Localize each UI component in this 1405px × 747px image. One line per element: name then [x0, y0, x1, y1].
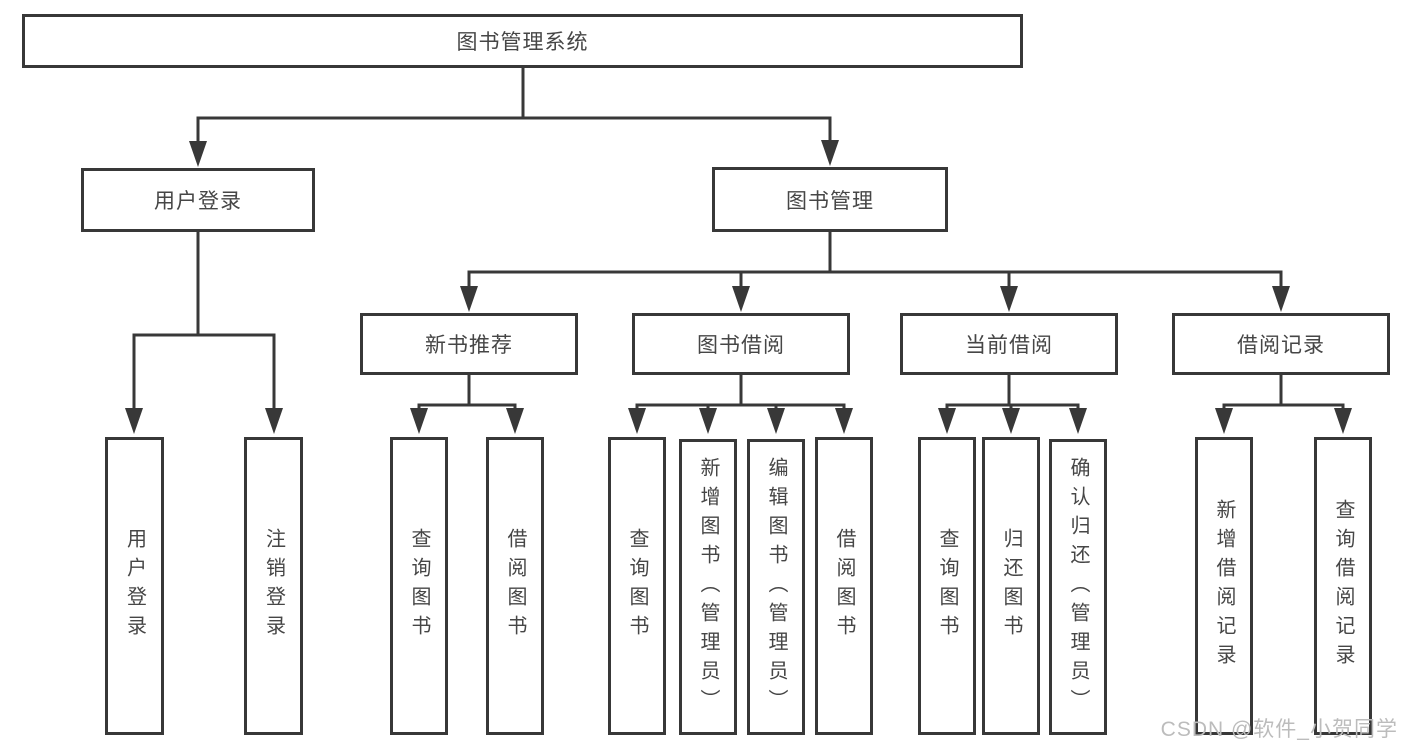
leaf-br-add-borrow-record-label: 新增借阅记录	[1213, 499, 1235, 673]
leaf-bb-query-books-label: 查询图书	[626, 528, 648, 644]
arrowhead-icon	[125, 408, 143, 434]
arrowhead-icon	[732, 286, 750, 312]
leaf-nbr-borrow-books-label: 借阅图书	[504, 528, 526, 644]
node-current-borrowing: 当前借阅	[900, 313, 1118, 375]
node-book-management: 图书管理	[712, 167, 948, 232]
node-borrowing-records: 借阅记录	[1172, 313, 1390, 375]
leaf-nbr-borrow-books: 借阅图书	[486, 437, 544, 735]
leaf-bb-edit-books-admin-label: 编辑图书（管理员）	[765, 456, 787, 718]
arrowhead-icon	[835, 408, 853, 434]
leaf-cb-confirm-return-admin: 确认归还（管理员）	[1049, 439, 1107, 735]
leaf-br-query-borrow-record: 查询借阅记录	[1314, 437, 1372, 735]
leaf-cb-query-books: 查询图书	[918, 437, 976, 735]
arrowhead-icon	[460, 286, 478, 312]
arrowhead-icon	[938, 408, 956, 434]
leaf-bb-add-books-admin: 新增图书（管理员）	[679, 439, 737, 735]
leaf-bb-add-books-admin-label: 新增图书（管理员）	[697, 456, 719, 718]
arrowhead-icon	[699, 408, 717, 434]
arrowhead-icon	[189, 141, 207, 167]
leaf-br-add-borrow-record: 新增借阅记录	[1195, 437, 1253, 735]
node-user-login: 用户登录	[81, 168, 315, 232]
csdn-watermark: CSDN @软件_小贺同学	[1160, 718, 1398, 741]
leaf-user-login-label: 用户登录	[123, 528, 146, 644]
leaf-br-query-borrow-record-label: 查询借阅记录	[1332, 499, 1354, 673]
leaf-cb-confirm-return-admin-label: 确认归还（管理员）	[1067, 456, 1089, 718]
leaf-nbr-query-books: 查询图书	[390, 437, 448, 735]
node-library-management-system: 图书管理系统	[22, 14, 1023, 68]
leaf-logout-login-label: 注销登录	[262, 528, 285, 644]
leaf-logout-login: 注销登录	[244, 437, 303, 735]
arrowhead-icon	[767, 408, 785, 434]
leaf-cb-return-books-label: 归还图书	[1000, 528, 1022, 644]
arrowhead-icon	[1215, 408, 1233, 434]
arrowhead-icon	[1272, 286, 1290, 312]
leaf-bb-edit-books-admin: 编辑图书（管理员）	[747, 439, 805, 735]
leaf-bb-query-books: 查询图书	[608, 437, 666, 735]
node-new-book-recommendation: 新书推荐	[360, 313, 578, 375]
leaf-bb-borrow-books-label: 借阅图书	[833, 528, 855, 644]
leaf-cb-return-books: 归还图书	[982, 437, 1040, 735]
arrowhead-icon	[1000, 286, 1018, 312]
arrowhead-icon	[506, 408, 524, 434]
node-book-borrowing: 图书借阅	[632, 313, 850, 375]
arrowhead-icon	[1069, 408, 1087, 434]
arrowhead-icon	[628, 408, 646, 434]
leaf-nbr-query-books-label: 查询图书	[408, 528, 430, 644]
arrowhead-icon	[265, 408, 283, 434]
leaf-cb-query-books-label: 查询图书	[936, 528, 958, 644]
leaf-bb-borrow-books: 借阅图书	[815, 437, 873, 735]
leaf-user-login: 用户登录	[105, 437, 164, 735]
arrowhead-icon	[1002, 408, 1020, 434]
arrowhead-icon	[410, 408, 428, 434]
arrowhead-icon	[1334, 408, 1352, 434]
arrowhead-icon	[821, 140, 839, 166]
